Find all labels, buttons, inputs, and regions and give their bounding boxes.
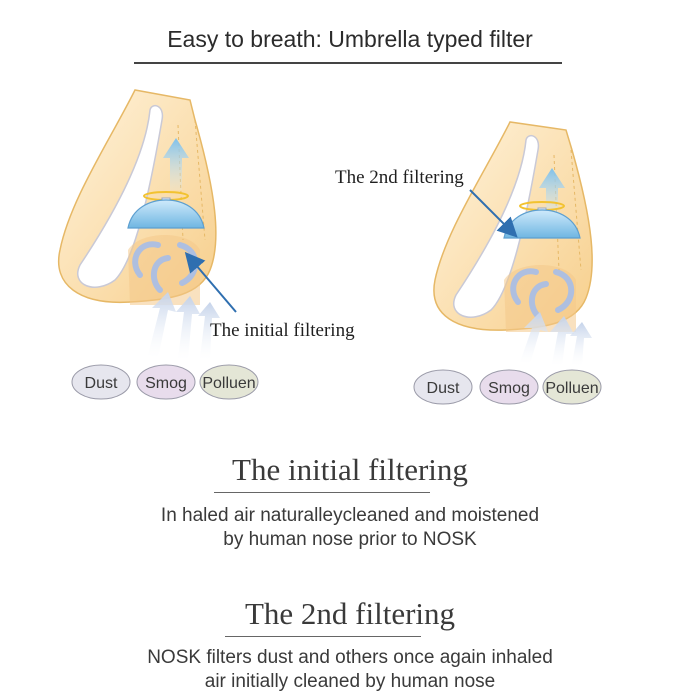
left-umbrella-filter [127, 199, 205, 229]
page-title: Easy to breath: Umbrella typed filter [167, 26, 533, 52]
left-bridge-highlight [77, 104, 164, 288]
left-particles: Dust Smog Polluen [71, 364, 259, 400]
left-swirl-arrow [132, 241, 161, 278]
svg-text:Polluen: Polluen [202, 375, 255, 392]
particle-polluen [542, 369, 602, 405]
right-bridge-highlight [453, 134, 540, 318]
title-underline [134, 62, 562, 64]
left-airflow-up-arrow [163, 138, 189, 190]
svg-text:Dust: Dust [85, 375, 118, 392]
description-line: air initially cleaned by human nose [204, 671, 496, 692]
left-callout-arrow [184, 251, 237, 313]
left-intake-arrow [148, 292, 176, 358]
svg-text:Dust: Dust [427, 380, 460, 397]
section-heading-underline [214, 492, 430, 493]
particle-smog [136, 364, 196, 400]
svg-text:Smog: Smog [488, 380, 530, 397]
section-heading-underline [225, 636, 421, 637]
particle-polluen [199, 364, 259, 400]
section-heading-2nd: The 2nd filtering [244, 596, 456, 631]
particle-smog [479, 369, 539, 405]
right-swirl-arrow [510, 268, 539, 305]
particle-dust [413, 369, 473, 405]
section-description-2nd: NOSK filters dust and others once again … [0, 646, 700, 694]
svg-text:Smog: Smog [145, 375, 187, 392]
description-line: NOSK filters dust and others once again … [147, 647, 553, 668]
right-callout-label: The 2nd filtering [335, 167, 464, 188]
nose-filter-diagram: The initial filtering Dust Smog Polluen … [57, 89, 602, 405]
left-nasal-passage [128, 235, 200, 305]
left-callout-label: The initial filtering [210, 320, 355, 341]
right-particles: Dust Smog Polluen [413, 369, 602, 405]
section-heading-initial: The initial filtering [232, 452, 468, 487]
left-nose-illustration [57, 89, 237, 360]
right-intake-arrow [520, 312, 548, 364]
right-nose-illustration [433, 121, 593, 366]
svg-text:Polluen: Polluen [545, 380, 598, 397]
right-airflow-up-arrow [539, 168, 565, 218]
right-callout-arrow [469, 189, 518, 238]
description-line: In haled air naturalleycleaned and moist… [160, 505, 540, 526]
particle-dust [71, 364, 131, 400]
description-line: by human nose prior to NOSK [223, 529, 477, 550]
section-description-initial: In haled air naturalleycleaned and moist… [0, 504, 700, 552]
